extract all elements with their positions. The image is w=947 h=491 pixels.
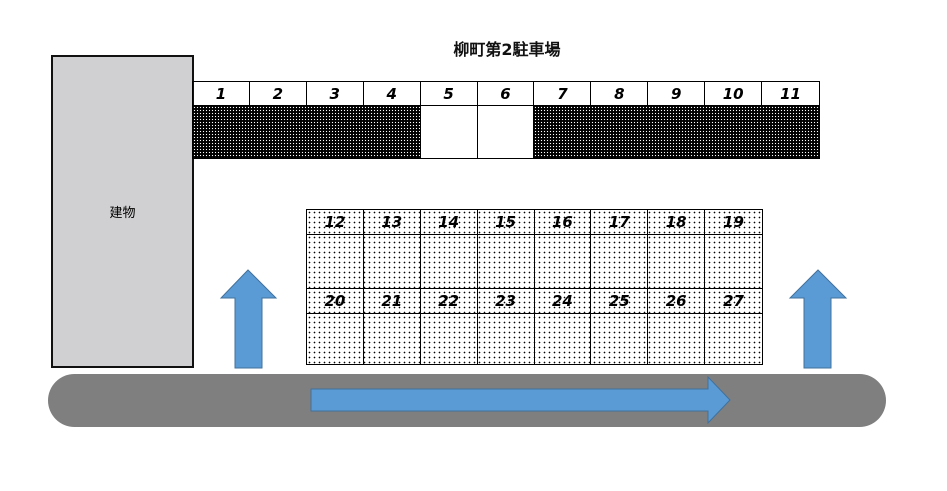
space-number: 22 [420,289,478,314]
space-number: 20 [307,289,364,314]
space-number: 23 [477,289,535,314]
parking-space [307,235,364,289]
parking-space [705,235,762,289]
parking-space-occupied [591,106,649,158]
parking-space [477,235,535,289]
parking-space-vacant [478,106,535,158]
parking-space [534,235,592,289]
space-number: 1 [193,82,250,106]
space-number: 26 [648,289,706,314]
space-number: 19 [705,210,762,235]
parking-space [364,314,421,364]
parking-space-occupied [306,106,364,158]
space-number: 5 [420,82,478,106]
parking-space-occupied [648,106,706,158]
parking-space-occupied [762,106,819,158]
space-number: 17 [591,210,649,235]
space-number: 8 [591,82,649,106]
up-arrow-right-icon [788,269,848,369]
space-number: 14 [420,210,478,235]
parking-space [307,314,364,364]
space-number: 27 [705,289,762,314]
space-number: 2 [249,82,307,106]
building: 建物 [51,55,194,368]
parking-space [478,314,535,364]
parking-space-occupied [193,106,250,158]
space-number: 7 [534,82,592,106]
space-number: 16 [534,210,592,235]
parking-space-occupied [363,106,421,158]
space-number: 18 [648,210,706,235]
space-number: 11 [762,82,819,106]
parking-space-occupied [249,106,307,158]
space-number: 21 [363,289,421,314]
space-number: 4 [363,82,421,106]
parking-space [591,235,649,289]
up-arrow-left-icon [219,269,278,369]
space-number: 3 [306,82,364,106]
parking-space [420,235,478,289]
parking-space-occupied [534,106,592,158]
space-number: 24 [534,289,592,314]
space-number: 10 [705,82,763,106]
space-number: 6 [477,82,535,106]
space-number: 12 [307,210,364,235]
space-number: 9 [648,82,706,106]
parking-space-vacant [421,106,478,158]
space-number: 15 [477,210,535,235]
space-number: 25 [591,289,649,314]
parking-space [535,314,592,364]
parking-space [421,314,478,364]
parking-space [591,314,649,364]
parking-space [648,314,706,364]
building-label: 建物 [109,206,136,221]
right-arrow-icon [310,375,731,425]
parking-space [363,235,421,289]
lot-title: 柳町第2駐車場 [453,40,561,59]
space-number: 13 [363,210,421,235]
parking-space [648,235,706,289]
parking-space-occupied [705,106,763,158]
